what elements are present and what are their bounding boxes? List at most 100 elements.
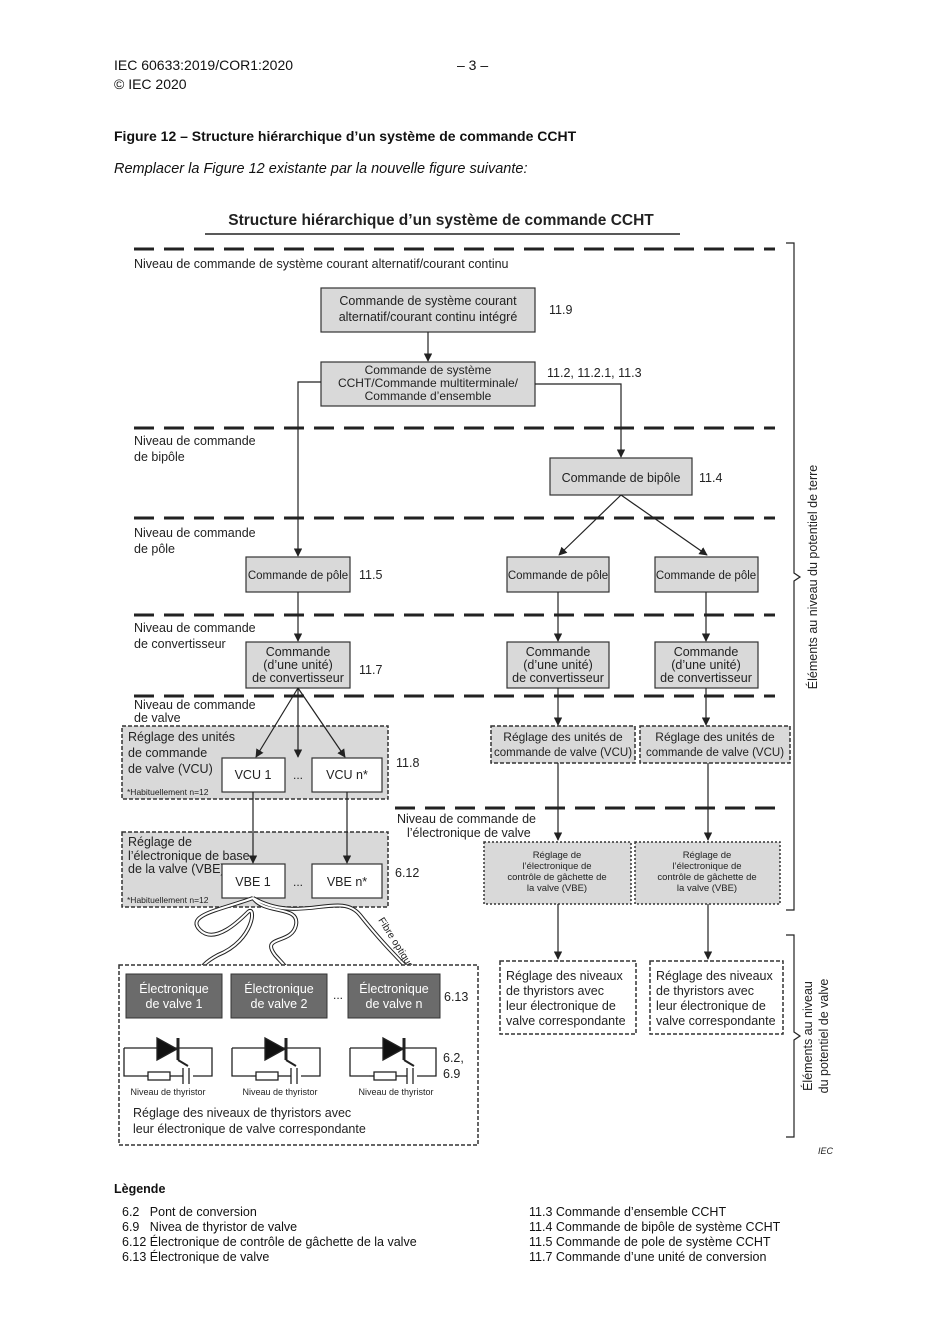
level-valve-label: Niveau de commande [134, 698, 256, 712]
gate-label-3: contrôle de gâchette de [507, 872, 606, 883]
copyright: © IEC 2020 [114, 76, 187, 92]
bipole-control-box [549, 457, 693, 496]
ve-ellipsis: ... [333, 988, 343, 1002]
ve1-label-2: de valve 1 [146, 997, 203, 1011]
gate-control-box [483, 841, 632, 905]
ref-hvdc: 11.2, 11.2.1, 11.3 [547, 366, 642, 380]
figure-instruction: Remplacer la Figure 12 existante par la … [114, 161, 528, 177]
vcu-group-label-1: Réglage des unités [128, 730, 235, 744]
ref-vbe: 6.12 [395, 866, 419, 880]
right-thyr-2-label-3: leur électronique de [656, 999, 766, 1013]
thyristor-level-2-label: Niveau de thyristor [242, 1087, 317, 1097]
thyristor-group-label-1: Réglage des niveaux de thyristors avec [133, 1106, 351, 1120]
right-thyr-label-3: leur électronique de [506, 999, 616, 1013]
legend-item: 6.13 Électronique de valve [122, 1250, 270, 1264]
level-acdc-label: Niveau de commande de système courant al… [134, 257, 509, 271]
converter-label-3: de convertisseur [252, 671, 344, 685]
hvdc-control-label: Commande de système [365, 363, 492, 377]
vcu-ellipsis: ... [293, 768, 303, 782]
acdc-control-label: Commande de système courant [339, 294, 517, 308]
thyristor-group-label-2: leur électronique de valve correspondant… [133, 1122, 366, 1136]
vcu-group-label-2: de commande [128, 746, 207, 760]
hvdc-system-control-box [320, 361, 536, 407]
right-thyr-2-label-2: de thyristors avec [656, 984, 754, 998]
gate-label-4: la valve (VBE) [527, 883, 587, 894]
legend-item: 11.3 Commande d’ensemble CCHT [529, 1205, 727, 1219]
gate-2-label-1: Réglage de [683, 850, 732, 861]
source-label: IEC [818, 1146, 834, 1156]
level-converter-label: Niveau de commande [134, 621, 256, 635]
earth-potential-brace [786, 242, 802, 911]
fibre-optic-label: Fibre optique [375, 916, 415, 972]
ref-pole: 11.5 [359, 568, 382, 582]
right-thyr-2-label-4: valve correspondante [656, 1014, 776, 1028]
thyristor-level-1 [123, 1036, 213, 1084]
page-number: – 3 – [457, 57, 489, 73]
thyristor-level-n [349, 1036, 437, 1084]
ref-thyristor-1: 6.2, [443, 1051, 464, 1065]
legend-left: 6.2 Pont de conversion 6.9 Nivea de thyr… [122, 1205, 417, 1265]
valve-electronics-2-box [230, 973, 328, 1019]
level-pole-label-2: de pôle [134, 542, 175, 556]
vcu-1-box [221, 757, 286, 793]
ven-label-1: Électronique [359, 981, 429, 996]
converter-label-1: Commande [266, 645, 331, 659]
vbe-group-label-1: Réglage de [128, 835, 192, 849]
ref-valve-electronics: 6.13 [444, 990, 468, 1004]
valve-potential-brace [786, 934, 802, 1138]
ref-acdc: 11.9 [549, 303, 572, 317]
figure-caption: Figure 12 – Structure hiérarchique d’un … [114, 128, 577, 144]
gate-2-label-4: la valve (VBE) [677, 883, 737, 894]
right-thyr-label-4: valve correspondante [506, 1014, 626, 1028]
vcu-typical-note: *Habituellement n=12 [127, 787, 209, 797]
thyristor-level-1-label: Niveau de thyristor [130, 1087, 205, 1097]
thyristor-level-2 [231, 1036, 321, 1084]
legend-item: 11.4 Commande de bipôle de système CCHT [529, 1220, 781, 1234]
ref-bipole: 11.4 [699, 471, 722, 485]
level-valve-electronics-label-2: l’électronique de valve [407, 826, 531, 840]
level-converter-label-2: de convertisseur [134, 637, 226, 651]
right-thyr-2-label-1: Réglage des niveaux [656, 969, 773, 983]
converter-control-box-3 [654, 641, 759, 689]
bipole-control-label: Commande de bipôle [562, 471, 681, 485]
vcu-n-label: VCU n* [326, 768, 368, 782]
gate-2-label-2: l’électronique de [672, 861, 741, 872]
vcu-group-label-3: de valve (VCU) [128, 762, 213, 776]
converter-2-label-2: (d’une unité) [523, 658, 593, 672]
thyristor-levels-box-2 [649, 960, 784, 1035]
vbe-n-box [311, 863, 383, 899]
vcu-small-box-2 [639, 725, 791, 764]
diagram-title: Structure hiérarchique d’un système de c… [228, 212, 654, 229]
vbe-n-label: VBE n* [327, 875, 367, 889]
vcu-small-2-label-1: Réglage des unités de [655, 730, 775, 744]
pole-control-label-3: Commande de pôle [656, 570, 756, 582]
hvdc-control-label-3: Commande d’ensemble [365, 389, 492, 403]
converter-3-label-1: Commande [674, 645, 739, 659]
converter-2-label-3: de convertisseur [512, 671, 604, 685]
thyristor-level-n-label: Niveau de thyristor [358, 1087, 433, 1097]
valve-electronics-1-box [125, 973, 223, 1019]
level-pole-label: Niveau de commande [134, 526, 256, 540]
gate-control-box-2 [634, 841, 781, 905]
vcu-small-2-label-2: commande de valve (VCU) [646, 747, 784, 759]
legend-item: 6.2 Pont de conversion [122, 1205, 257, 1219]
valve-potential-label-1: Éléments au niveau [800, 981, 815, 1091]
converter-label-2: (d’une unité) [263, 658, 333, 672]
converter-3-label-3: de convertisseur [660, 671, 752, 685]
vcu-n-box [311, 757, 383, 793]
legend-title: Lègende [114, 1182, 166, 1196]
legend-item: 6.12 Électronique de contrôle de gâchett… [122, 1235, 417, 1249]
level-valve-label-2: de valve [134, 711, 181, 725]
pole-control-box-2 [506, 556, 610, 593]
converter-3-label-2: (d’une unité) [671, 658, 741, 672]
level-bipole-label: Niveau de commande [134, 434, 256, 448]
vcu-small-label-2: commande de valve (VCU) [494, 747, 632, 759]
vbe-group-label-2: l’électronique de base [128, 849, 250, 863]
pole-control-label-2: Commande de pôle [508, 570, 608, 582]
legend-item: 6.9 Nivea de thyristor de valve [122, 1220, 298, 1234]
right-thyr-label-2: de thyristors avec [506, 984, 604, 998]
legend-item: 11.7 Commande d’une unité de conversion [529, 1250, 767, 1264]
legend-item: 11.5 Commande de pole de système CCHT [529, 1235, 771, 1249]
level-bipole-label-2: de bipôle [134, 450, 185, 464]
